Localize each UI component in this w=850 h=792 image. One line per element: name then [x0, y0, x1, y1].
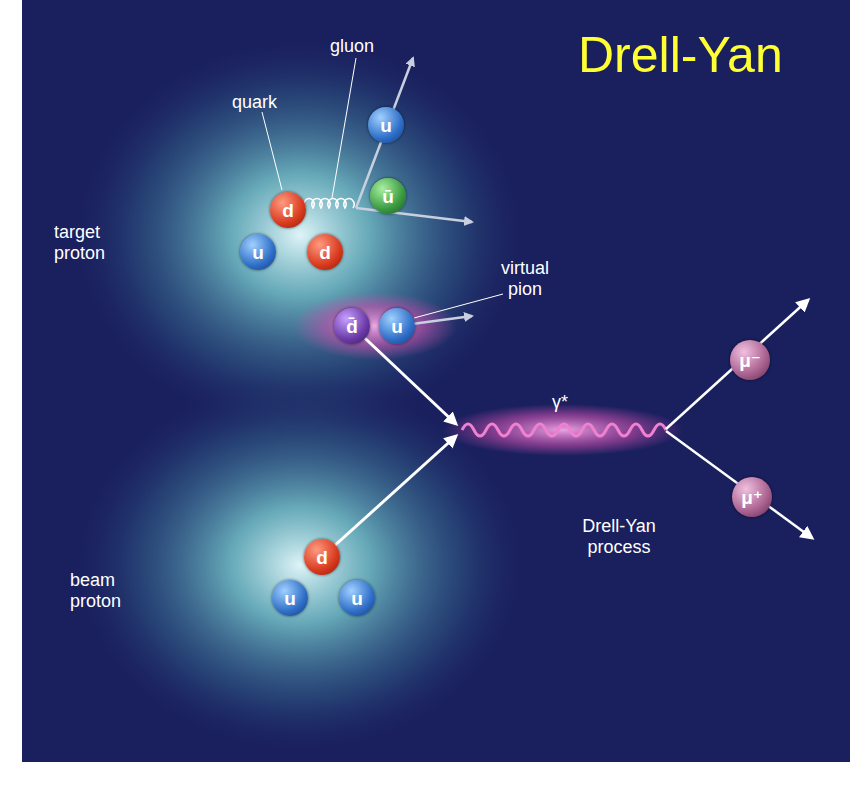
- particle-circle: μ⁻: [730, 340, 770, 380]
- title: Drell-Yan: [578, 30, 783, 80]
- label: beam proton: [70, 570, 140, 611]
- label: gluon: [330, 36, 374, 57]
- particle-symbol: d: [316, 548, 328, 567]
- leader-line: [332, 58, 356, 198]
- particle-symbol: u: [284, 589, 296, 608]
- particle-symbol: d̄: [346, 317, 358, 336]
- label: quark: [232, 92, 277, 113]
- particle-symbol: d: [319, 243, 331, 262]
- particle-circle: u: [379, 308, 415, 344]
- particle-symbol: u: [351, 589, 363, 608]
- label: target proton: [54, 222, 134, 263]
- particle-symbol: ū: [382, 187, 394, 206]
- muon-track: [666, 300, 808, 429]
- particle-circle: d: [270, 192, 306, 228]
- particle-symbol: d: [282, 201, 294, 220]
- particle-circle: ū: [370, 178, 406, 214]
- leader-line: [262, 112, 282, 190]
- particle-circle: d̄: [334, 308, 370, 344]
- quark-track: [322, 436, 456, 557]
- label: virtual pion: [482, 258, 568, 299]
- particle-circle: u: [339, 580, 375, 616]
- particle-circle: μ⁺: [732, 477, 772, 517]
- particle-circle: d: [307, 234, 343, 270]
- background-panel: [22, 0, 850, 762]
- particle-circle: u: [368, 107, 404, 143]
- particle-circle: u: [272, 580, 308, 616]
- particle-symbol: μ⁺: [741, 488, 763, 507]
- leader-line: [414, 294, 503, 318]
- particle-symbol: μ⁻: [739, 351, 761, 370]
- particle-circle: u: [240, 234, 276, 270]
- muon-track: [666, 431, 812, 538]
- antiquark-track: [356, 208, 472, 222]
- particle-symbol: u: [391, 317, 403, 336]
- pion-glow: [293, 292, 457, 360]
- particle-symbol: u: [252, 243, 264, 262]
- particle-circle: d: [304, 539, 340, 575]
- label: γ*: [552, 392, 568, 413]
- photon-wave: [462, 424, 666, 436]
- label: Drell-Yan process: [560, 516, 678, 557]
- particle-symbol: u: [380, 116, 392, 135]
- gluon-coil: [304, 198, 354, 208]
